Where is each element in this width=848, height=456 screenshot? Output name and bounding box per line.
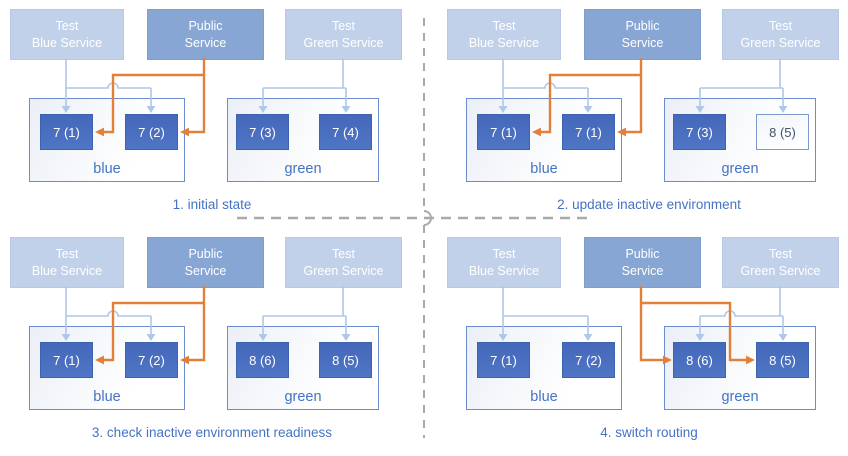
public-route-main	[626, 58, 643, 134]
panel-caption: 2. update inactive environment	[557, 197, 741, 212]
environment-label: green	[284, 389, 322, 405]
environment-label: blue	[530, 161, 558, 177]
public-route-main	[189, 58, 206, 134]
pod-blue-2: 7 (2)	[562, 342, 615, 378]
service-label-line1: Public	[188, 19, 223, 33]
pod-blue-1: 7 (1)	[40, 342, 93, 378]
service-label-line2: Blue Service	[468, 35, 540, 50]
service-label-line1: Public	[625, 19, 660, 33]
service-label-line2: Green Service	[303, 263, 384, 278]
service-label-line1: Test	[769, 19, 792, 33]
service-label-line2: Blue Service	[31, 263, 103, 278]
environment-label: green	[284, 161, 322, 177]
service-label-line1: Test	[55, 247, 79, 261]
pod-blue-2: 7 (1)	[562, 114, 615, 150]
environment-label: green	[721, 389, 759, 405]
environment-label: green	[721, 161, 759, 177]
public-route-main	[639, 286, 663, 362]
service-label-line1: Test	[769, 247, 792, 261]
test-blue-connector-split-line	[503, 82, 588, 89]
test-green-connector-split-line	[700, 310, 783, 317]
pod-green-2: 8 (5)	[319, 342, 372, 378]
pod-blue-1: 7 (1)	[477, 342, 530, 378]
service-label-line2: Service	[621, 35, 664, 50]
service-label-line2: Green Service	[740, 35, 821, 50]
panel-caption: 1. initial state	[172, 197, 252, 212]
environment-label: blue	[93, 389, 121, 405]
service-label-line1: Test	[492, 19, 516, 33]
panel-caption: 4. switch routing	[600, 425, 698, 440]
pod-green-2: 8 (5)	[756, 342, 809, 378]
service-label-line2: Blue Service	[31, 35, 103, 50]
test-blue-connector-split-line	[66, 82, 151, 89]
service-label-line1: Public	[625, 247, 660, 261]
service-label-line1: Test	[332, 247, 355, 261]
service-label-line1: Public	[188, 247, 223, 261]
pod-blue-2: 7 (2)	[125, 342, 178, 378]
pod-green-1: 8 (6)	[673, 342, 726, 378]
test-blue-connector-split-line	[66, 310, 151, 317]
pod-green-2: 8 (5)	[756, 114, 809, 150]
pod-blue-1: 7 (1)	[477, 114, 530, 150]
service-label-line2: Green Service	[303, 35, 384, 50]
service-label-line2: Service	[621, 263, 664, 278]
service-label-line1: Test	[492, 247, 516, 261]
service-label-line1: Test	[55, 19, 79, 33]
pod-green-1: 7 (3)	[236, 114, 289, 150]
panel-caption: 3. check inactive environment readiness	[91, 425, 333, 440]
public-route-main	[189, 286, 206, 362]
service-label-line2: Green Service	[740, 263, 821, 278]
environment-label: blue	[93, 161, 121, 177]
service-label-line2: Service	[184, 35, 227, 50]
pod-green-1: 8 (6)	[236, 342, 289, 378]
service-label-line2: Blue Service	[468, 263, 540, 278]
service-label-line1: Test	[332, 19, 355, 33]
pod-green-1: 7 (3)	[673, 114, 726, 150]
pod-blue-2: 7 (2)	[125, 114, 178, 150]
pod-green-2: 7 (4)	[319, 114, 372, 150]
environment-label: blue	[530, 389, 558, 405]
pod-blue-1: 7 (1)	[40, 114, 93, 150]
service-label-line2: Service	[184, 263, 227, 278]
